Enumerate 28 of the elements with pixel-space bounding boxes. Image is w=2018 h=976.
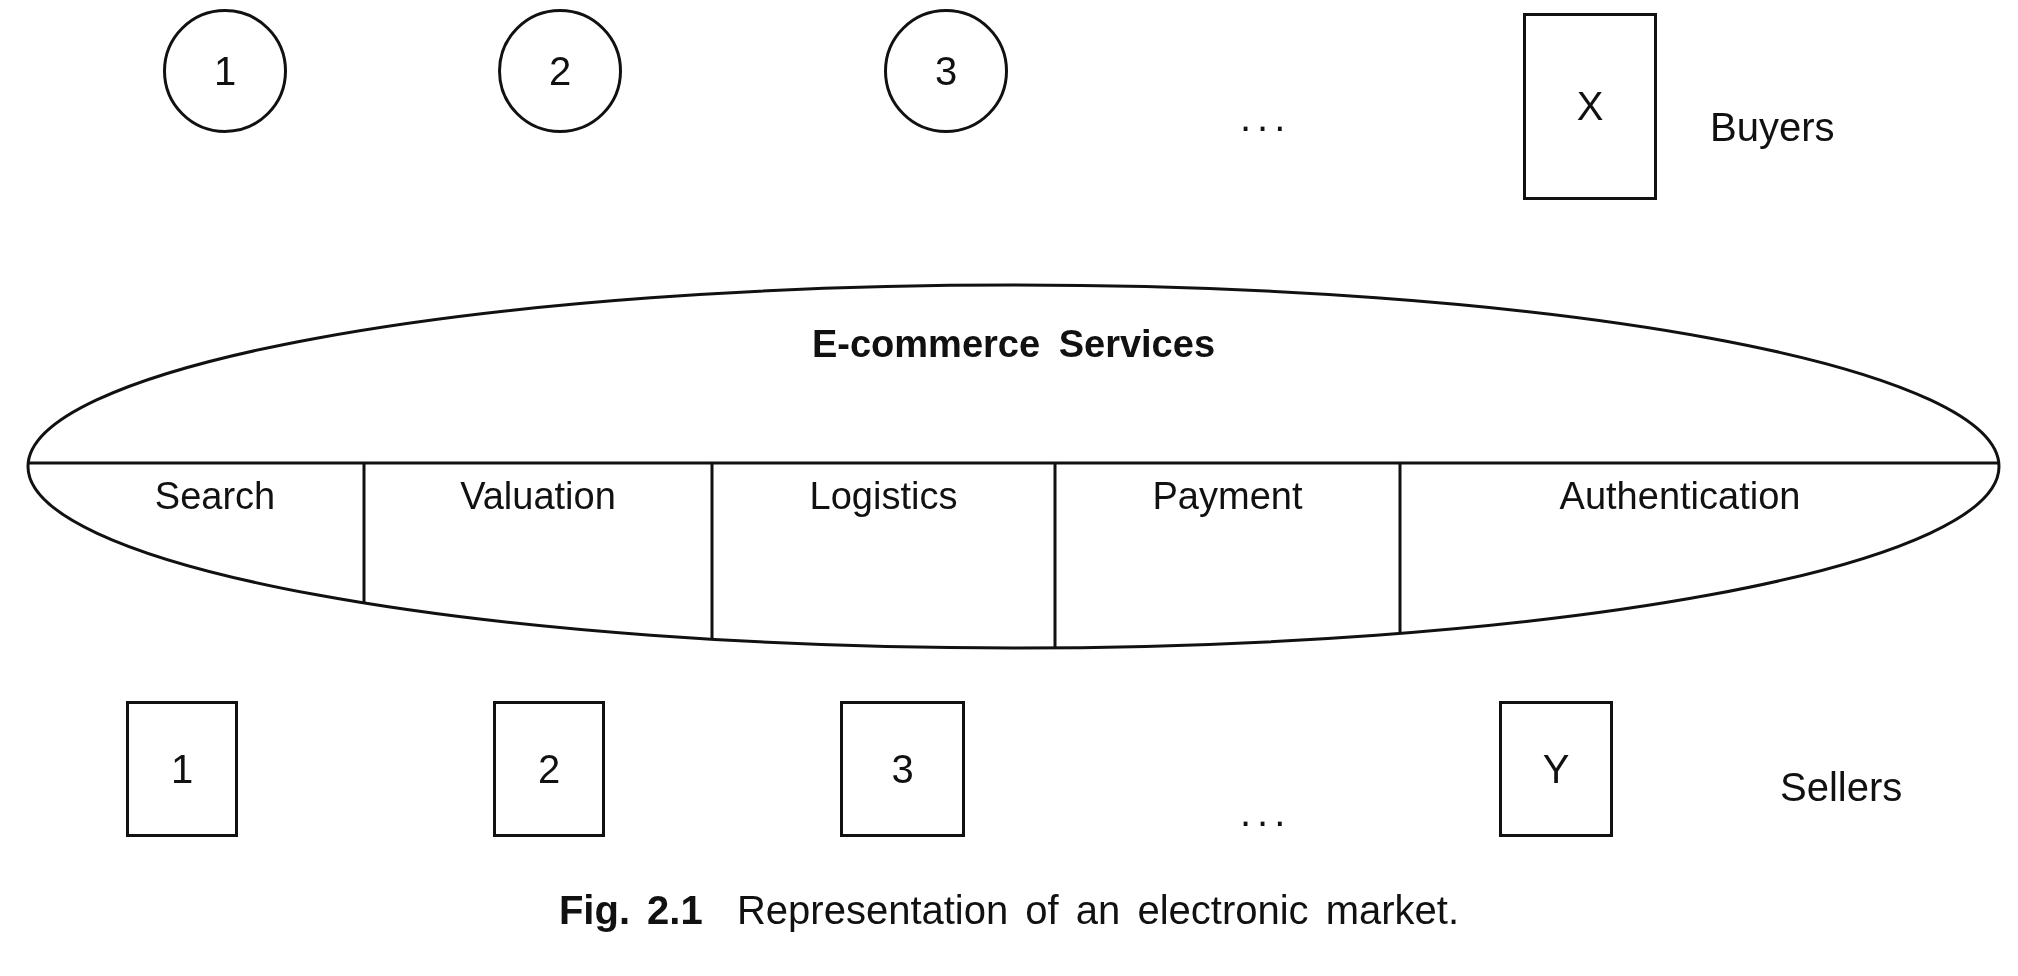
service-label: Search	[66, 463, 364, 568]
group-label: Sellers	[1780, 765, 1903, 810]
seller-box	[1499, 701, 1613, 837]
buyer-box	[1523, 13, 1657, 200]
buyer-circle	[163, 9, 287, 133]
group-label: Buyers	[1710, 105, 1835, 150]
number-label: X	[1576, 84, 1604, 129]
seller-box	[126, 701, 238, 837]
buyer-circle	[884, 9, 1008, 133]
buyer-circle	[498, 9, 622, 133]
service-label: Logistics	[712, 463, 1055, 568]
caption: Fig. 2.1 Representation of an electronic market.	[557, 888, 1461, 933]
heading: E-commerce Services	[812, 323, 1215, 366]
services-ellipse	[26, 283, 2001, 650]
number-label: 3	[934, 48, 958, 94]
service-label: Payment	[1055, 463, 1400, 568]
number-label: 2	[537, 746, 561, 792]
ellipsis: ...	[1240, 790, 1292, 835]
service-label: Valuation	[364, 463, 712, 568]
number-label: 1	[213, 48, 237, 94]
seller-box	[493, 701, 605, 837]
seller-box	[840, 701, 965, 837]
number-label: 2	[548, 48, 572, 94]
ellipsis: ...	[1240, 95, 1292, 140]
number-label: 1	[170, 746, 194, 792]
number-label: 3	[891, 746, 914, 792]
service-label: Authentication	[1400, 463, 1960, 568]
number-label: Y	[1542, 746, 1570, 792]
